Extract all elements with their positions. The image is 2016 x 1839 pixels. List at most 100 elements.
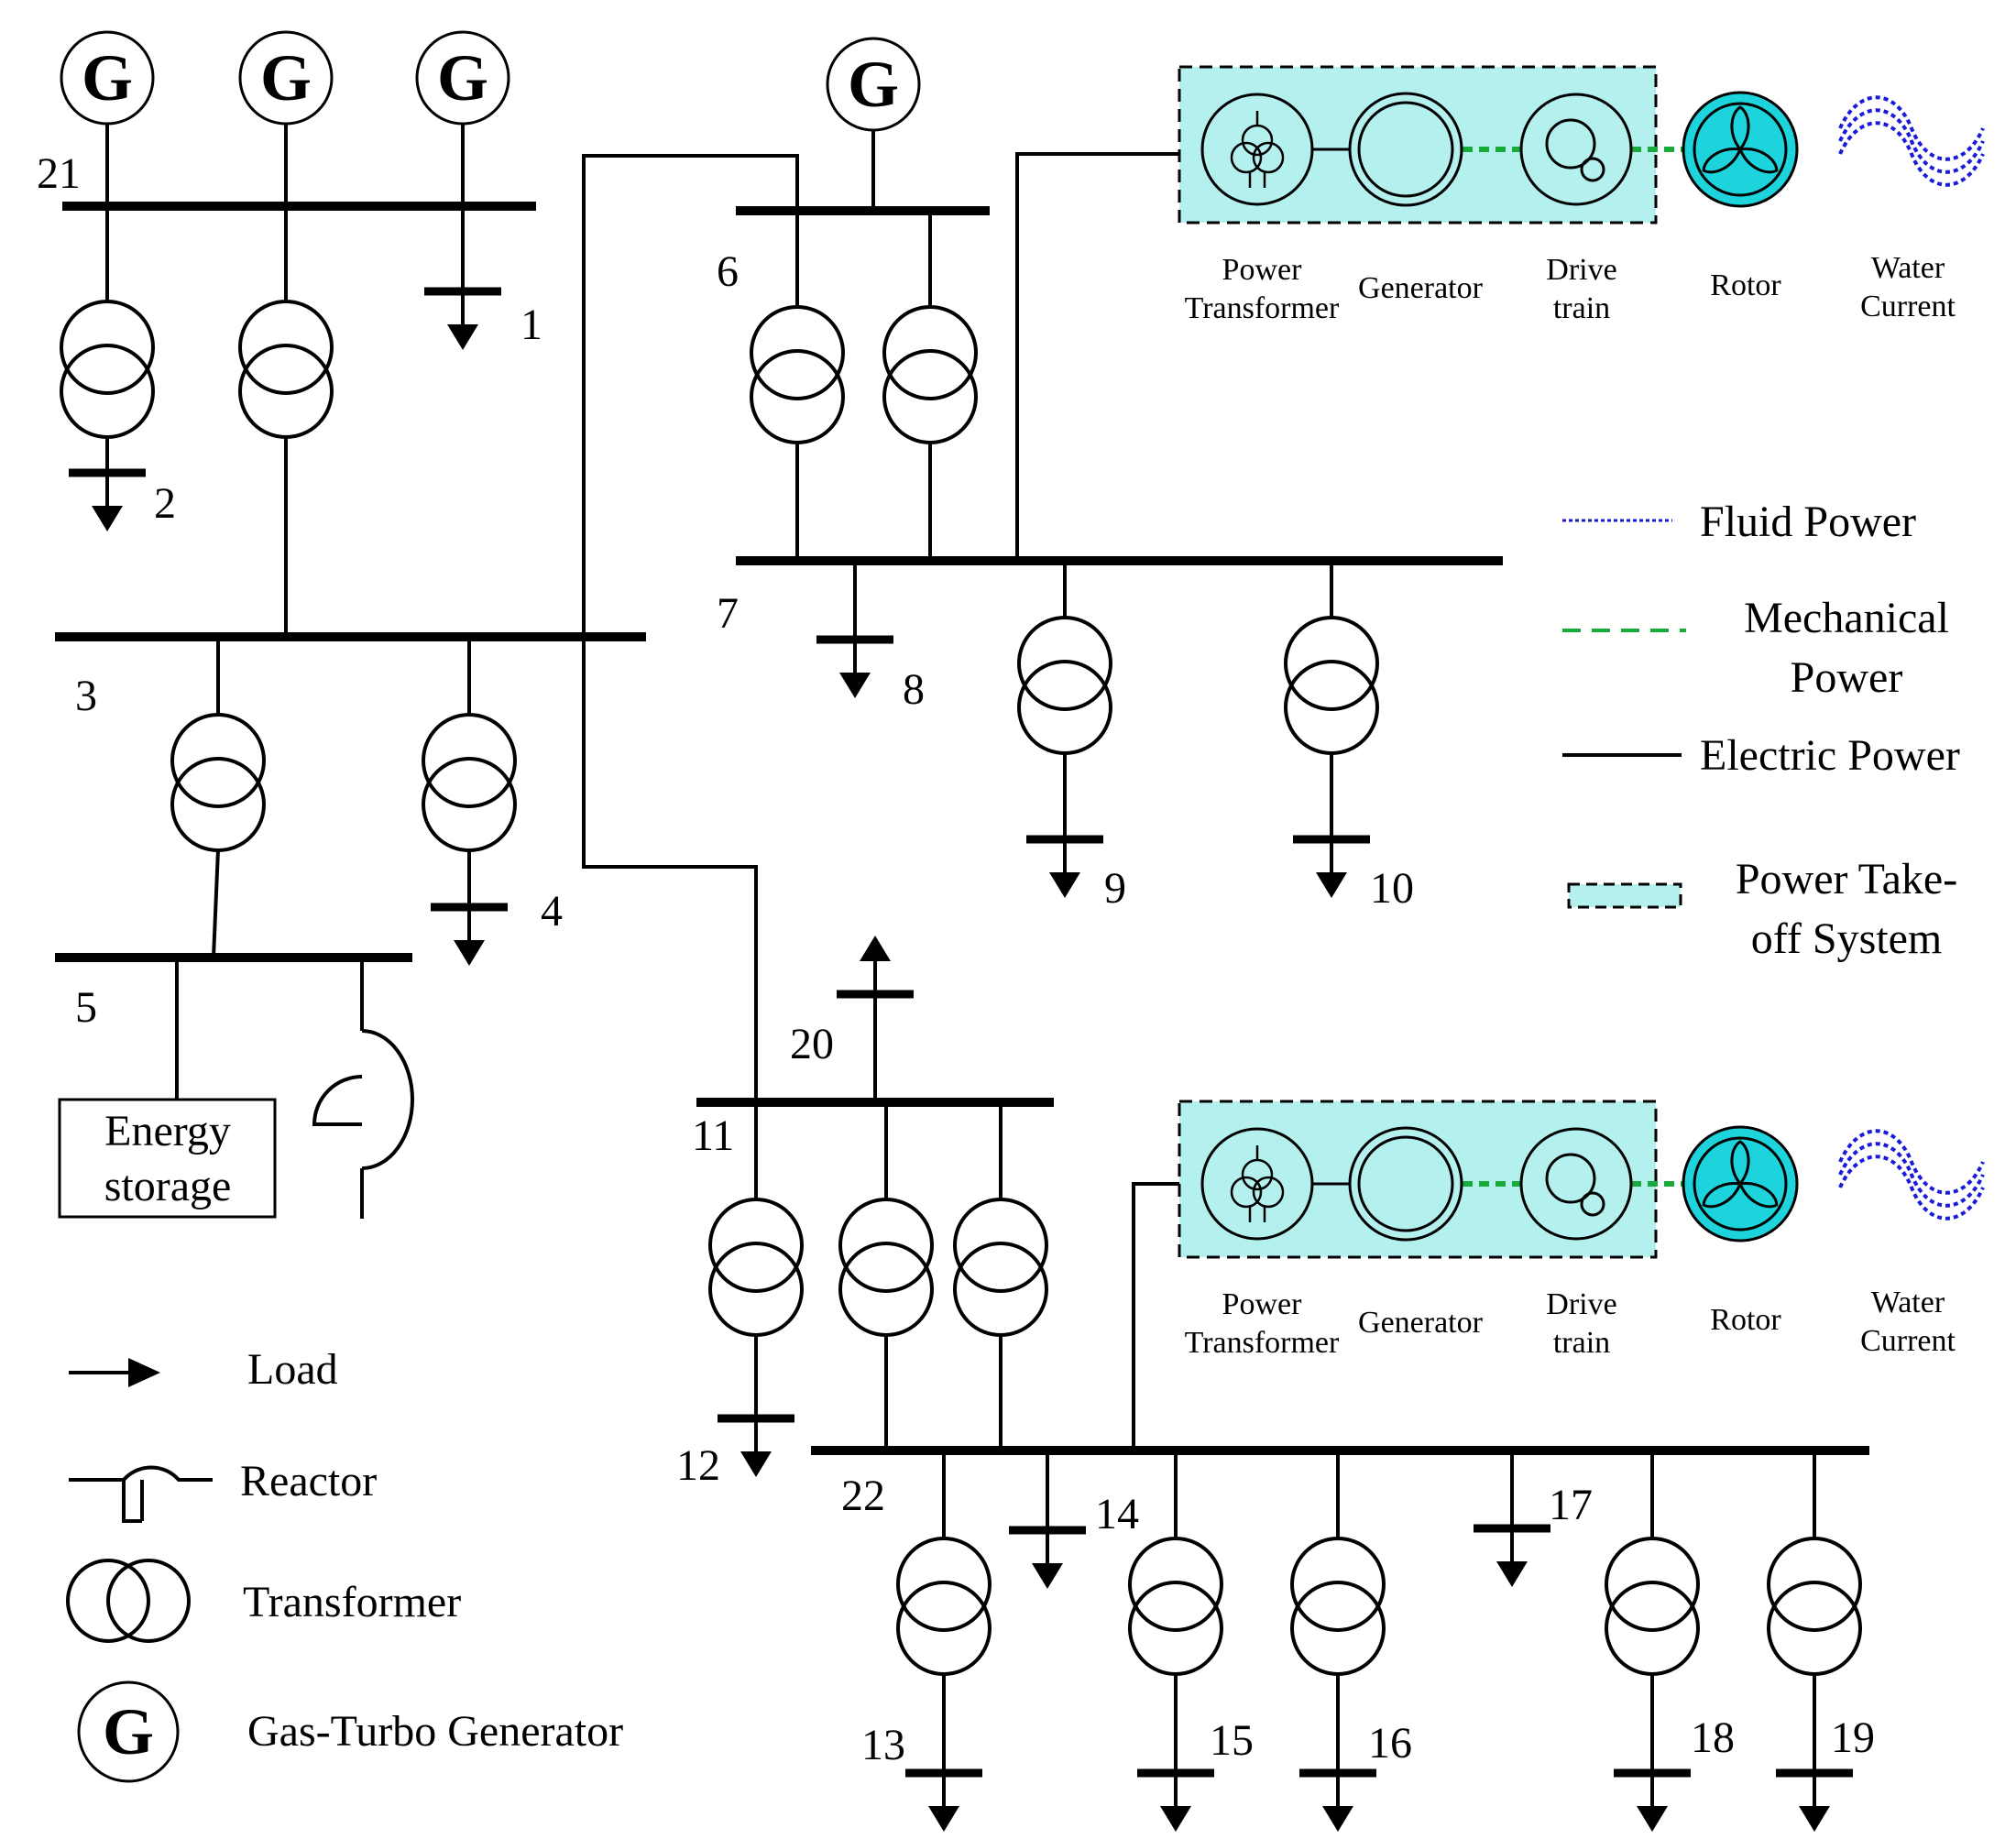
gas-turbo-generators: G G G G	[60, 30, 921, 132]
transformer-icon	[60, 300, 155, 439]
bus-label-22: 22	[841, 1472, 885, 1520]
legend-pto-system-2: off System	[1751, 914, 1942, 963]
pto-system-top	[1178, 65, 1985, 224]
transformer-icon	[896, 1537, 992, 1676]
rotor-icon	[1682, 91, 1799, 208]
pto-system-bottom	[1178, 1100, 1985, 1259]
bus-label-14: 14	[1095, 1490, 1139, 1538]
bus-label-4: 4	[541, 887, 563, 936]
bus-label-3: 3	[75, 672, 97, 720]
pto-label: Generator	[1358, 271, 1484, 305]
load-arrow-icon	[424, 291, 501, 350]
pto-labels-bottom: Power Transformer Generator Drive train …	[1185, 1286, 1956, 1360]
bus-label-19: 19	[1831, 1713, 1875, 1762]
load-arrow-icon	[1026, 839, 1103, 898]
legend-gas-turbo-generator: Gas-Turbo Generator	[247, 1707, 623, 1756]
pto-label: Drive	[1546, 1287, 1616, 1321]
pto-label: Power	[1222, 1287, 1303, 1321]
bus-number-labels: 21 1 2 3 4 5 6 7 8 9 10 11 20 12 22 13 1…	[37, 149, 1875, 1769]
load-arrow-icon	[905, 1773, 982, 1832]
legend-mechanical-power-2: Power	[1791, 653, 1903, 702]
pto-label: train	[1553, 1326, 1610, 1360]
transformer-icon	[1017, 616, 1112, 755]
generator-icon: G	[826, 37, 921, 132]
transformer-icon	[422, 713, 517, 852]
generator-icon: G	[238, 30, 334, 126]
legend-reactor-icon	[69, 1465, 213, 1523]
transformer-icon	[882, 305, 978, 444]
legend-right: Fluid Power Mechanical Power Electric Po…	[1562, 498, 1960, 963]
load-arrow-icon	[1009, 1530, 1086, 1589]
legend-generator-icon: G	[77, 1680, 180, 1783]
transformer-icon	[170, 713, 266, 852]
svg-text:G: G	[848, 48, 899, 121]
energy-storage-box: Energy storage	[58, 1098, 277, 1219]
transformer-icon	[1128, 1537, 1223, 1676]
generator-icon: G	[60, 30, 155, 126]
pto-label: Water	[1871, 251, 1945, 285]
pto-label: Transformer	[1185, 291, 1340, 325]
bus-label-2: 2	[154, 479, 176, 528]
transformer-icon	[838, 1198, 934, 1337]
pto-label: Drive	[1546, 253, 1616, 287]
pto-label: Water	[1871, 1286, 1945, 1319]
transformer-icon	[1290, 1537, 1386, 1676]
legend-load: Load	[247, 1345, 338, 1394]
load-arrow-icon	[837, 936, 914, 994]
transformer-icon	[1605, 1537, 1700, 1676]
load-arrow-icon	[718, 1418, 794, 1477]
legend-transformer: Transformer	[243, 1578, 461, 1626]
legend-pto-system-1: Power Take-	[1736, 855, 1957, 903]
bus-label-1: 1	[520, 301, 542, 349]
load-arrow-icon	[1137, 1773, 1214, 1832]
transformer-icon	[953, 1198, 1048, 1337]
svg-text:G: G	[103, 1695, 154, 1768]
pto-label: train	[1553, 291, 1610, 325]
wires	[105, 124, 1816, 1773]
bus-label-15: 15	[1210, 1716, 1254, 1765]
legend-electric-power: Electric Power	[1700, 731, 1960, 780]
transformer-icon	[1767, 1537, 1862, 1676]
bus-label-8: 8	[903, 665, 925, 714]
pto-label: Current	[1860, 290, 1956, 323]
pto-label: Rotor	[1710, 1303, 1781, 1337]
pto-label: Transformer	[1185, 1326, 1340, 1360]
load-arrow-icon	[1776, 1773, 1853, 1832]
generator-icon: G	[415, 30, 510, 126]
svg-text:G: G	[260, 41, 312, 115]
transformer-icon	[238, 300, 334, 439]
legend-fluid-power: Fluid Power	[1700, 498, 1916, 546]
load-arrow-icon	[69, 473, 146, 531]
reactor-icon	[312, 1029, 414, 1170]
legend-mechanical-power-1: Mechanical	[1744, 594, 1949, 642]
load-arrow-icon	[1474, 1528, 1550, 1587]
energy-storage-label-1: Energy	[104, 1107, 231, 1155]
legend-left: Load Reactor Transformer G Gas-Turbo Gen…	[66, 1345, 623, 1783]
svg-text:G: G	[437, 41, 488, 115]
legend-transformer-icon	[66, 1559, 191, 1643]
transformer-icon	[708, 1198, 804, 1337]
bus-label-17: 17	[1549, 1481, 1593, 1529]
bus-label-16: 16	[1368, 1719, 1412, 1768]
load-arrow-icon	[1299, 1773, 1376, 1832]
pto-label: Generator	[1358, 1306, 1484, 1340]
pto-system-swatch	[1567, 882, 1682, 909]
bus-label-10: 10	[1370, 864, 1414, 913]
load-arrow-icon	[816, 640, 893, 698]
water-current-icon	[1838, 1129, 1985, 1221]
load-arrow-icon	[431, 907, 508, 966]
pto-label: Power	[1222, 253, 1303, 287]
svg-text:G: G	[82, 41, 133, 115]
bus-label-13: 13	[861, 1721, 905, 1769]
bus-label-21: 21	[37, 149, 81, 198]
bus-label-12: 12	[676, 1441, 720, 1490]
bus-label-18: 18	[1691, 1713, 1735, 1762]
rotor-icon	[1682, 1125, 1799, 1242]
legend-reactor: Reactor	[240, 1457, 377, 1505]
legend-load-icon	[69, 1358, 160, 1387]
bus-label-9: 9	[1104, 864, 1126, 913]
bus-label-5: 5	[75, 983, 97, 1032]
bus-label-20: 20	[790, 1020, 834, 1068]
water-current-icon	[1838, 95, 1985, 187]
